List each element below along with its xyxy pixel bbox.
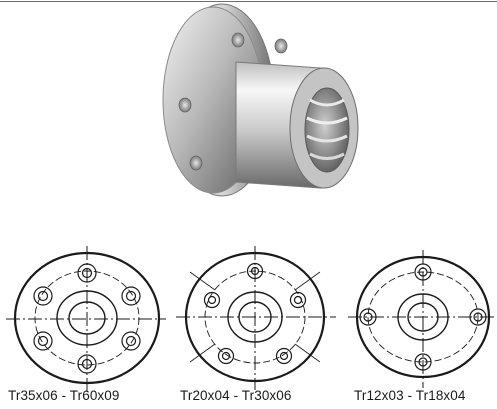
flange-outline	[184, 251, 326, 383]
caption-drawing-2: Tr20x04 - Tr30x06	[180, 388, 292, 403]
bolt-hole	[121, 286, 141, 306]
bolt-hole	[33, 331, 53, 351]
flange-drawing-3	[348, 250, 496, 388]
flange-hole	[178, 97, 192, 113]
bolt-hole	[275, 347, 293, 365]
hub-outline	[397, 293, 449, 341]
radial-line	[189, 343, 216, 363]
bolt-circle	[204, 270, 306, 364]
bolt-hole	[246, 262, 264, 280]
bolt-hole	[289, 291, 307, 309]
bolt-circle	[367, 271, 479, 363]
bolt-hole	[121, 331, 141, 351]
bore	[407, 302, 439, 332]
threaded-bore	[304, 87, 350, 173]
flange-hole	[189, 155, 203, 171]
radial-line	[294, 271, 321, 291]
flange-nut-illustration	[162, 3, 359, 197]
flange-outline	[355, 255, 491, 379]
caption-drawing-3: Tr12x03 - Tr18x04	[354, 388, 466, 403]
thread-line	[309, 98, 345, 107]
bolt-hole	[77, 354, 97, 374]
top-border-line	[0, 1, 497, 2]
thread-line	[306, 134, 348, 143]
bore	[68, 301, 106, 335]
flange-drawing-1	[6, 246, 166, 392]
flange-outline	[13, 251, 161, 385]
bolt-hole	[33, 286, 53, 306]
flange-hole	[274, 38, 288, 54]
bolt-hole	[414, 353, 432, 371]
thread-line	[309, 152, 345, 160]
flange-drawing-2	[176, 246, 336, 390]
bore	[238, 301, 272, 333]
hub-outline	[56, 290, 118, 346]
thread-line	[306, 116, 348, 125]
hub-outline	[227, 291, 283, 343]
bolt-hole	[469, 308, 487, 326]
radial-line	[294, 343, 321, 363]
flange-hole	[231, 32, 245, 48]
radial-line	[189, 271, 216, 291]
bolt-hole	[359, 308, 377, 326]
bolt-hole	[414, 263, 432, 281]
bolt-hole	[203, 291, 221, 309]
caption-drawing-1: Tr35x06 - Tr60x09	[8, 388, 120, 403]
bolt-circle	[34, 270, 140, 366]
bolt-hole	[217, 347, 235, 365]
bolt-hole	[77, 263, 97, 283]
